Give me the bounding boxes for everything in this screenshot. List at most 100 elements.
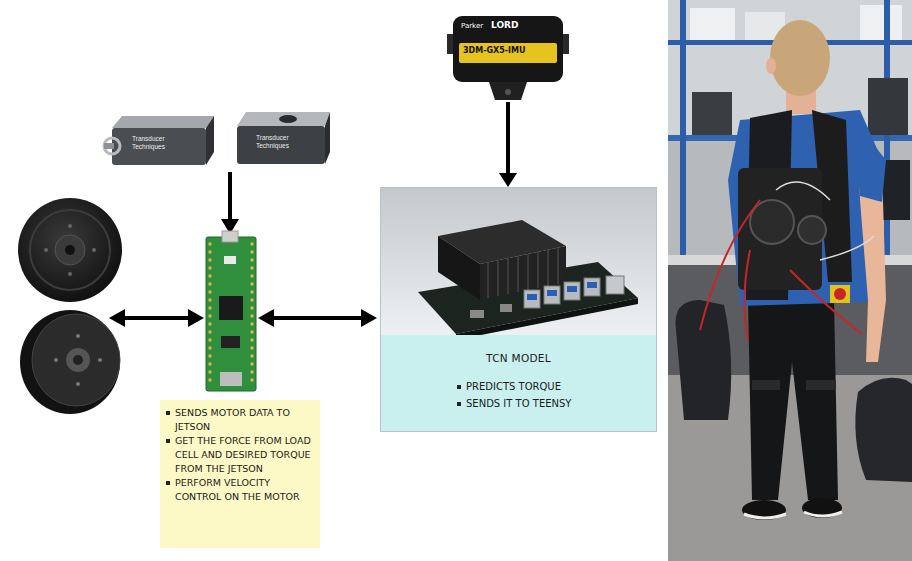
load-cell-part: [206, 116, 214, 165]
motor-part: [18, 198, 122, 302]
bullet-mark: [457, 402, 461, 406]
pin: [250, 282, 254, 286]
double-arrow-part: [361, 309, 377, 327]
connector: [499, 102, 517, 187]
teensy-board-part: [221, 336, 240, 348]
imu-label-strip: [459, 43, 557, 63]
pin: [208, 354, 212, 358]
motor-part: [20, 310, 120, 414]
teensy-board-part: [224, 256, 236, 264]
jetson-picture-part: [527, 254, 529, 290]
jetson-picture-part: [517, 256, 519, 292]
load-cell-part: [104, 143, 114, 149]
motor: [18, 198, 122, 302]
pin: [208, 306, 212, 310]
motor-part: [76, 334, 80, 338]
photo-part: [750, 200, 794, 244]
load-cell: [237, 112, 330, 164]
motor: [20, 310, 120, 414]
note-box: SENDS MOTOR DATA TO JETSONGET THE FORCE …: [160, 400, 320, 548]
pin: [208, 370, 212, 374]
photo-part: [692, 92, 732, 135]
jetson-picture-part: [524, 290, 540, 308]
load-cell: [104, 116, 214, 165]
bullet-text: SENDS MOTOR DATA TO JETSON: [175, 406, 315, 434]
bullet-text: PERFORM VELOCITY CONTROL ON THE MOTOR: [175, 476, 315, 504]
photo-part: [742, 500, 786, 520]
pin: [208, 346, 212, 350]
pin: [208, 274, 212, 278]
photo-part: [804, 512, 842, 516]
load-cell-part: [237, 126, 325, 164]
double-arrow-part: [122, 316, 192, 320]
jetson-picture-part: [527, 294, 537, 300]
device-label: Transducer Techniques: [132, 135, 178, 150]
motor-part: [66, 348, 90, 372]
pin: [250, 314, 254, 318]
pin: [208, 338, 212, 342]
jetson-box: TCN MODELPREDICTS TORQUESENDS IT TO TEEN…: [380, 187, 657, 432]
motor-part: [73, 355, 83, 365]
pin: [250, 242, 254, 246]
jetson-picture-part: [587, 282, 597, 288]
jetson-picture-part: [507, 258, 509, 294]
jetson-picture-part: [564, 282, 580, 300]
pin: [208, 266, 212, 270]
imu-body: [453, 16, 563, 82]
imu-sensor: Parker LORD 3DM-GX5-IMU: [447, 12, 569, 102]
bullet-mark: [166, 439, 170, 443]
photo-part: [700, 200, 760, 330]
load-cell-part: [112, 116, 214, 128]
jetson-picture-part: [497, 260, 499, 296]
double-arrow: [258, 309, 377, 327]
load-cell-part: [325, 112, 330, 164]
motor-part: [68, 272, 72, 276]
bullet-item: PERFORM VELOCITY CONTROL ON THE MOTOR: [166, 476, 315, 504]
photo-part: [748, 300, 838, 500]
bullet-item: SENDS IT TO TEENSY: [457, 395, 648, 412]
motor-part: [68, 224, 72, 228]
pin: [250, 330, 254, 334]
model-panel: TCN MODELPREDICTS TORQUESENDS IT TO TEEN…: [381, 335, 656, 431]
bullet-mark: [457, 385, 461, 389]
photo-part: [744, 250, 750, 340]
pin: [208, 242, 212, 246]
bullet-text: GET THE FORCE FROM LOAD CELL AND DESIRED…: [175, 434, 315, 476]
teensy-board-part: [222, 231, 238, 242]
photo-part: [802, 498, 842, 518]
jetson-picture-part: [567, 286, 577, 292]
pin: [250, 362, 254, 366]
teensy-board: [206, 231, 256, 391]
jetson-picture-part: [606, 276, 624, 294]
device-label: LORD: [491, 21, 518, 31]
pin: [250, 266, 254, 270]
teensy-board-part: [219, 296, 243, 320]
jetson-picture-part: [547, 290, 557, 296]
photo-part: [852, 118, 886, 202]
motor-part: [98, 358, 102, 362]
device-label: 3DM-GX5-IMU: [463, 47, 526, 56]
device-label: Parker: [461, 23, 483, 31]
load-cell-part: [104, 138, 120, 154]
photo-part: [834, 288, 846, 300]
pin: [250, 378, 254, 382]
double-arrow: [109, 309, 204, 327]
pin: [208, 362, 212, 366]
bullet-mark: [166, 411, 170, 415]
pin: [208, 282, 212, 286]
jetson-picture-part: [537, 252, 539, 288]
pin: [250, 354, 254, 358]
pin: [250, 258, 254, 262]
motor-part: [44, 248, 48, 252]
bullet-mark: [166, 481, 170, 485]
arrow-head: [499, 173, 517, 187]
photo-part: [668, 0, 912, 561]
photo-part: [744, 514, 786, 518]
pin: [208, 314, 212, 318]
photo-part: [798, 216, 826, 244]
jetson-picture-part: [487, 262, 489, 298]
jetson-picture-part: [500, 304, 512, 312]
pin: [208, 258, 212, 262]
motor-part: [55, 235, 85, 265]
